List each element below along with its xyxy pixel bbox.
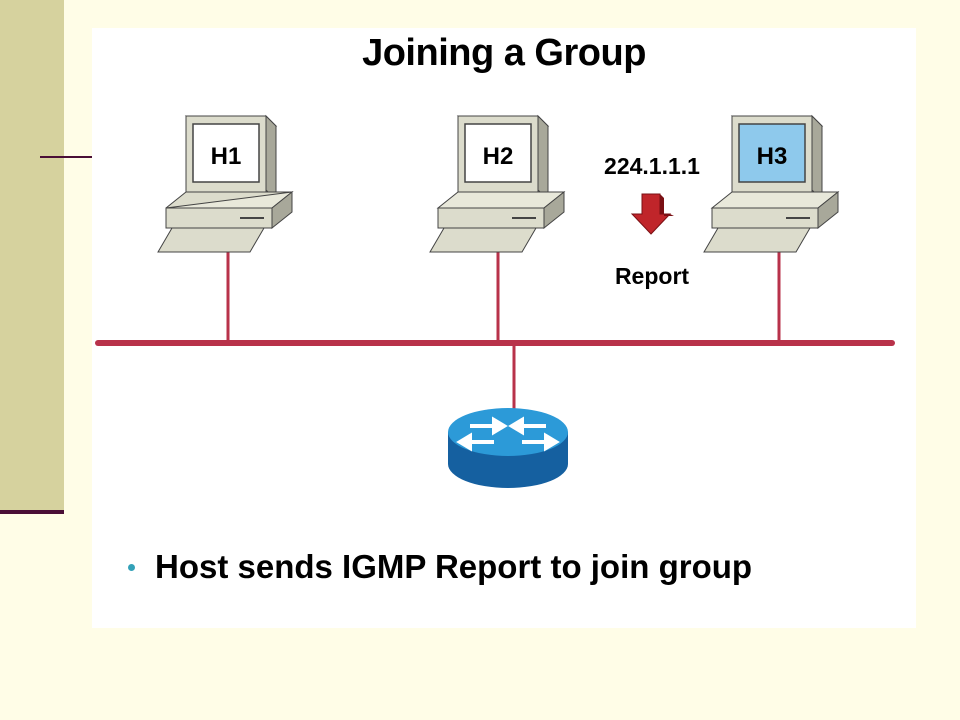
host-h2-computer-icon[interactable]: H2 <box>429 114 566 253</box>
caption-text: Host sends IGMP Report to join group <box>155 548 753 585</box>
host-h2-label: H2 <box>483 143 514 170</box>
slide-panel: Joining a Group H1 <box>92 28 916 628</box>
slide-title: Joining a Group <box>362 32 646 74</box>
host-h3-computer-icon[interactable]: H3 <box>703 114 840 253</box>
side-decor-rule-top <box>40 156 94 158</box>
router-icon[interactable] <box>448 408 568 488</box>
group-address-label: 224.1.1.1 <box>604 153 700 179</box>
report-label: Report <box>615 263 689 289</box>
side-decor-rule-bottom <box>0 510 64 514</box>
bullet-caption: Host sends IGMP Report to join group <box>128 548 752 586</box>
down-arrow-icon <box>630 193 674 235</box>
network-diagram: H1 H2 H3 224.1. <box>95 114 895 488</box>
host-h1-computer-icon[interactable]: H1 <box>157 114 294 253</box>
host-h1-label: H1 <box>211 143 242 170</box>
bullet-dot-icon <box>128 563 135 571</box>
side-decor-band <box>0 0 64 512</box>
host-h3-label: H3 <box>757 143 788 170</box>
